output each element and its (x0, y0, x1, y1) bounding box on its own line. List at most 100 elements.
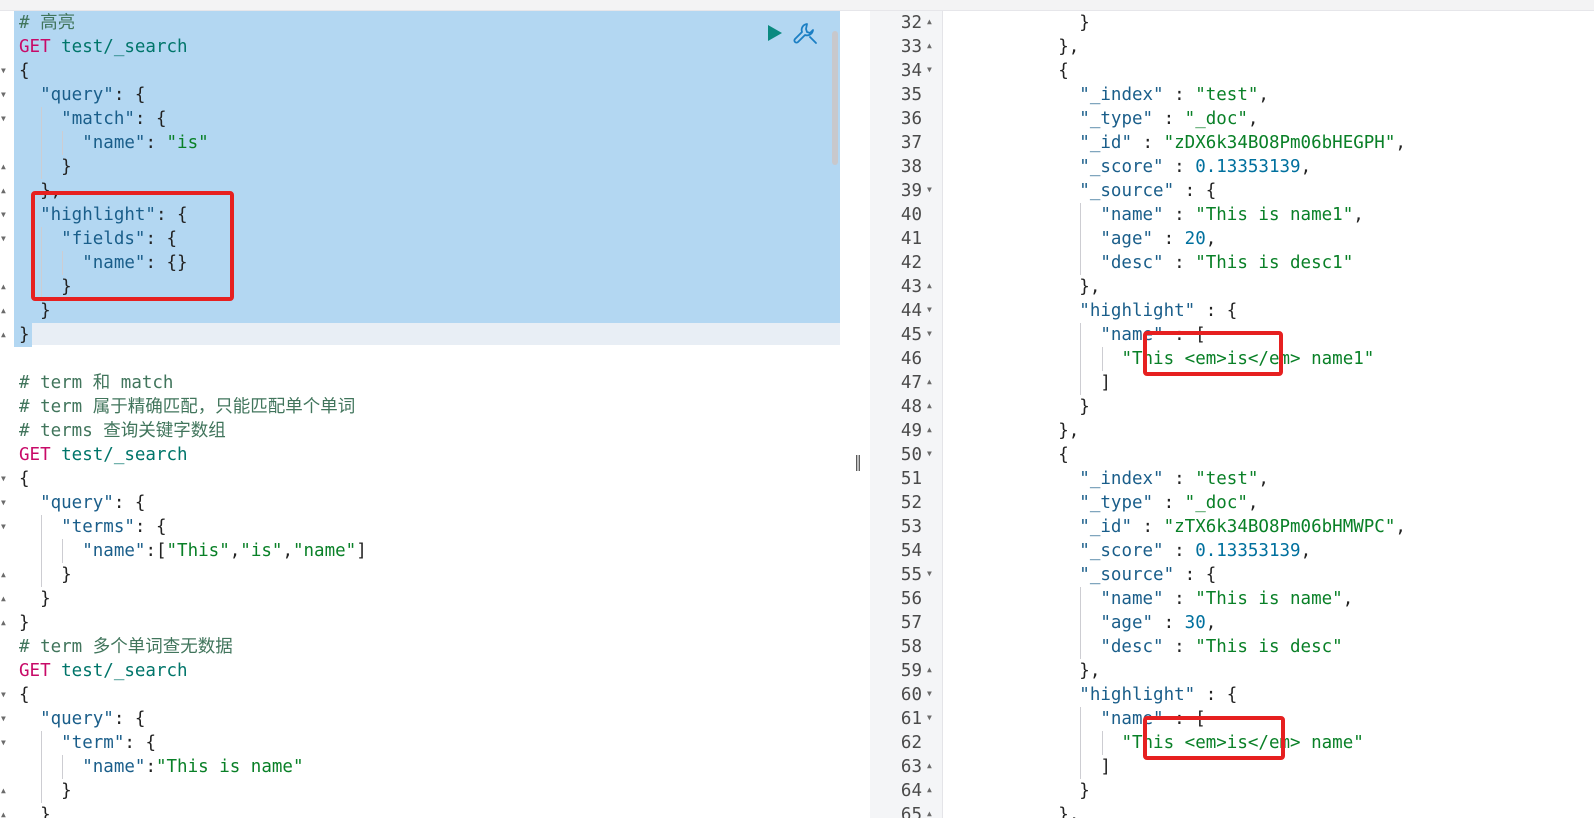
indent-guide (41, 251, 43, 275)
line-number: 46 (900, 349, 922, 369)
code-token: , (1342, 589, 1354, 609)
fold-collapse-icon[interactable]: ▼ (927, 305, 932, 314)
fold-collapse-icon[interactable]: ▼ (927, 65, 932, 74)
fold-collapse-icon[interactable]: ▼ (1, 90, 6, 99)
fold-collapse-icon[interactable]: ▼ (1, 498, 6, 507)
code-token: "age" (1100, 229, 1154, 249)
fold-collapse-icon[interactable]: ▼ (927, 329, 932, 338)
code-text: "name" : [ (995, 323, 1205, 347)
code-token: } (995, 13, 1090, 33)
line-number: 43 (900, 277, 922, 297)
fold-expand-icon[interactable]: ▲ (927, 785, 932, 794)
fold-expand-icon[interactable]: ▲ (1, 330, 6, 339)
line-number: 49 (900, 421, 922, 441)
fold-collapse-icon[interactable]: ▼ (927, 569, 932, 578)
code-token: "This is desc" (1195, 637, 1343, 657)
editor-scrollbar[interactable] (832, 31, 838, 165)
code-token (19, 541, 82, 561)
code-text: "desc" : "This is desc1" (995, 251, 1353, 275)
code-token: : (1153, 109, 1185, 129)
indent-guide (62, 539, 64, 563)
code-text: } (19, 155, 72, 179)
fold-collapse-icon[interactable]: ▼ (1, 690, 6, 699)
fold-collapse-icon[interactable]: ▼ (1, 522, 6, 531)
indent-guide (41, 107, 43, 131)
code-token: "_doc" (1184, 109, 1248, 129)
fold-collapse-icon[interactable]: ▼ (1, 114, 6, 123)
code-text: # term 属于精确匹配，只能匹配单个单词 (19, 395, 355, 419)
fold-expand-icon[interactable]: ▲ (1, 282, 6, 291)
editor-line (0, 347, 848, 371)
fold-collapse-icon[interactable]: ▼ (1, 474, 6, 483)
fold-expand-icon[interactable]: ▲ (1, 618, 6, 627)
indent-guide (62, 131, 64, 155)
code-token: "_source" (1079, 181, 1175, 201)
fold-collapse-icon[interactable]: ▼ (1, 234, 6, 243)
code-token: { (19, 469, 30, 489)
code-text: } (19, 299, 51, 323)
fold-collapse-icon[interactable]: ▼ (927, 689, 932, 698)
output-line: 40 "name" : "This is name1", (870, 203, 1594, 227)
code-token (995, 637, 1100, 657)
output-line: 57 "age" : 30, (870, 611, 1594, 635)
fold-collapse-icon[interactable]: ▼ (927, 185, 932, 194)
code-text: } (19, 779, 72, 803)
fold-expand-icon[interactable]: ▲ (927, 401, 932, 410)
line-number: 57 (900, 613, 922, 633)
indent-guide (41, 515, 43, 539)
code-token: : (1153, 613, 1185, 633)
fold-expand-icon[interactable]: ▲ (927, 41, 932, 50)
code-token: :[ (145, 541, 167, 561)
output-line: 60▼ "highlight" : { (870, 683, 1594, 707)
code-token: } (19, 277, 72, 297)
editor-line: ▲} (0, 611, 848, 635)
code-token: 0.13353139 (1195, 541, 1301, 561)
fold-collapse-icon[interactable]: ▼ (927, 713, 932, 722)
fold-expand-icon[interactable]: ▲ (927, 761, 932, 770)
fold-expand-icon[interactable]: ▲ (1, 570, 6, 579)
fold-collapse-icon[interactable]: ▼ (1, 210, 6, 219)
code-token (995, 517, 1079, 537)
fold-expand-icon[interactable]: ▲ (1, 306, 6, 315)
fold-expand-icon[interactable]: ▲ (927, 17, 932, 26)
fold-expand-icon[interactable]: ▲ (927, 281, 932, 290)
fold-expand-icon[interactable]: ▲ (927, 425, 932, 434)
response-output[interactable]: 32▲ }33▲ },34▼ {35 "_index" : "test",36 … (870, 11, 1594, 818)
fold-expand-icon[interactable]: ▲ (1, 594, 6, 603)
editor-line: ▲ } (0, 299, 848, 323)
editor-line: GET test/_search (0, 35, 848, 59)
fold-expand-icon[interactable]: ▲ (1, 810, 6, 818)
line-number: 61 (900, 709, 922, 729)
editor-line: ▼{ (0, 59, 848, 83)
editor-line: # term 多个单词查无数据 (0, 635, 848, 659)
code-text: "query": { (19, 83, 145, 107)
play-icon[interactable] (768, 25, 782, 41)
fold-expand-icon[interactable]: ▲ (1, 186, 6, 195)
indent-guide (62, 755, 64, 779)
fold-expand-icon[interactable]: ▲ (927, 377, 932, 386)
fold-collapse-icon[interactable]: ▼ (927, 449, 932, 458)
code-token: }, (995, 805, 1080, 818)
code-token (995, 469, 1079, 489)
fold-expand-icon[interactable]: ▲ (1, 162, 6, 171)
editor-line: "name":"This is name" (0, 755, 848, 779)
fold-expand-icon[interactable]: ▲ (927, 665, 932, 674)
code-token: 0.13353139 (1195, 157, 1301, 177)
split-resize-handle[interactable]: ‖ (848, 11, 870, 818)
indent-guide (41, 227, 43, 251)
fold-collapse-icon[interactable]: ▼ (1, 714, 6, 723)
code-text: "highlight" : { (995, 299, 1237, 323)
fold-expand-icon[interactable]: ▲ (927, 809, 932, 818)
output-line: 36 "_type" : "_doc", (870, 107, 1594, 131)
code-text: }, (995, 659, 1100, 683)
code-token: "age" (1100, 613, 1154, 633)
wrench-icon[interactable] (792, 21, 820, 47)
fold-expand-icon[interactable]: ▲ (1, 786, 6, 795)
line-number: 33 (900, 37, 922, 57)
line-number: 38 (900, 157, 922, 177)
code-text: "age" : 30, (995, 611, 1216, 635)
fold-collapse-icon[interactable]: ▼ (1, 66, 6, 75)
code-token: "_type" (1079, 109, 1154, 129)
fold-collapse-icon[interactable]: ▼ (1, 738, 6, 747)
